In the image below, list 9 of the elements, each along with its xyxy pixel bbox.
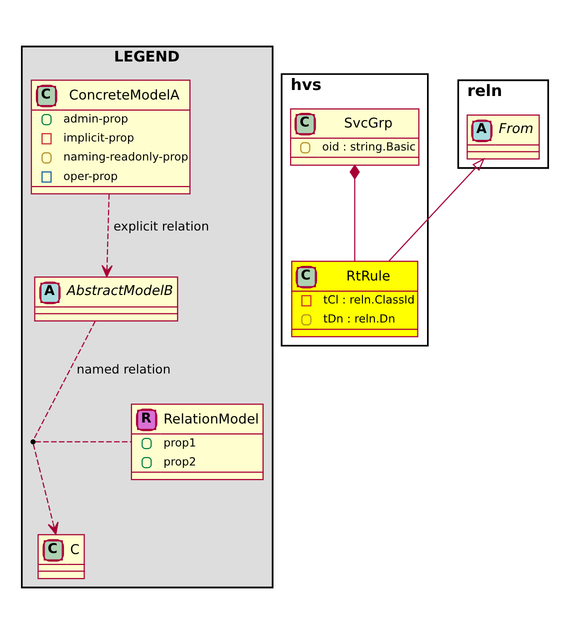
connector [350, 164, 360, 262]
connector [35, 441, 132, 442]
arrow [388, 158, 485, 262]
connector [33, 320, 96, 440]
arrow [101, 194, 113, 278]
edge-label: explicit relation [114, 220, 210, 234]
edge-label: named relation [76, 362, 171, 377]
arrow [32, 444, 59, 535]
node-dot [30, 439, 36, 444]
